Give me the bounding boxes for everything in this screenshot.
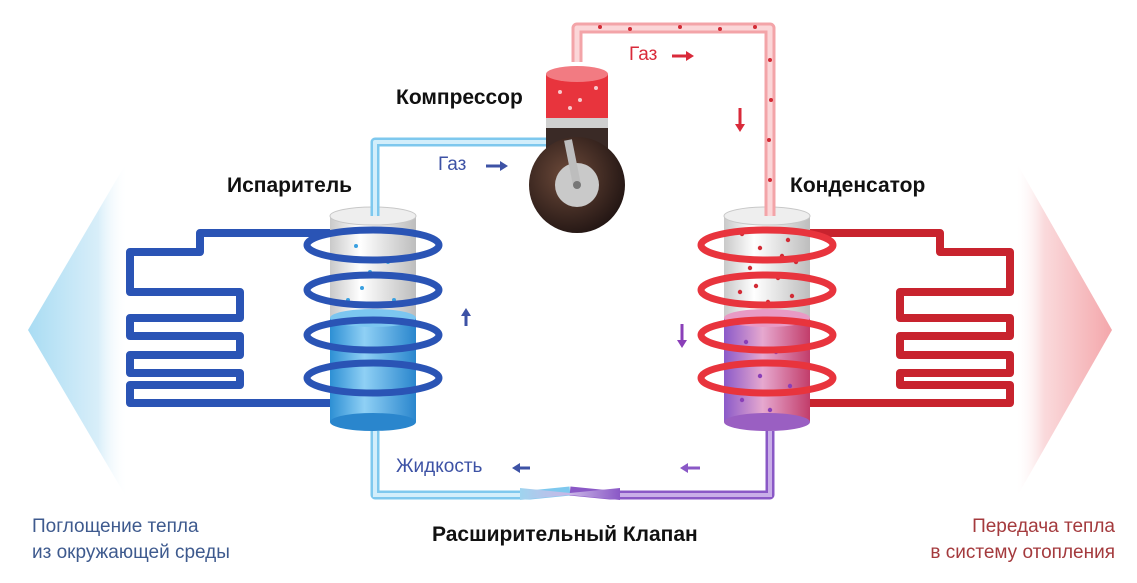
evaporator-exchanger-coil (126, 229, 334, 407)
flow-arrow-down-condenser (677, 324, 687, 348)
caption-release: Передача тепла в систему отопления (930, 514, 1115, 566)
expansion-valve-label: Расширительный Клапан (432, 523, 698, 546)
compressor-unit (529, 66, 625, 233)
condenser-label: Конденсатор (790, 174, 926, 197)
flow-arrow-up-evaporator (461, 308, 471, 326)
condenser-cylinder (697, 206, 837, 431)
heat-absorb-arrow (28, 160, 128, 500)
caption-release-line1: Передача тепла (972, 516, 1115, 537)
liquid-pipe-right (569, 431, 775, 500)
heat-release-arrow (1015, 160, 1112, 500)
gas-label-left: Газ (438, 154, 467, 175)
caption-absorb: Поглощение тепла из окружающей среды (32, 514, 230, 566)
flow-arrow-gas-left (486, 161, 508, 171)
liquid-label: Жидкость (396, 456, 483, 477)
compressor-label: Компрессор (396, 86, 523, 109)
flow-arrow-liquid (512, 463, 530, 473)
flow-arrow-return (680, 463, 700, 473)
condenser-exchanger-coil (806, 229, 1014, 407)
gas-label-top: Газ (629, 44, 658, 65)
caption-absorb-line2: из окружающей среды (32, 542, 230, 563)
expansion-valve-shape (520, 488, 620, 500)
caption-absorb-line1: Поглощение тепла (32, 516, 199, 537)
flow-arrow-gas-top (672, 51, 694, 61)
caption-release-line2: в систему отопления (930, 542, 1115, 563)
flow-arrow-down-top (735, 108, 745, 132)
evaporator-label: Испаритель (227, 174, 353, 197)
evaporator-cylinder (303, 206, 443, 431)
